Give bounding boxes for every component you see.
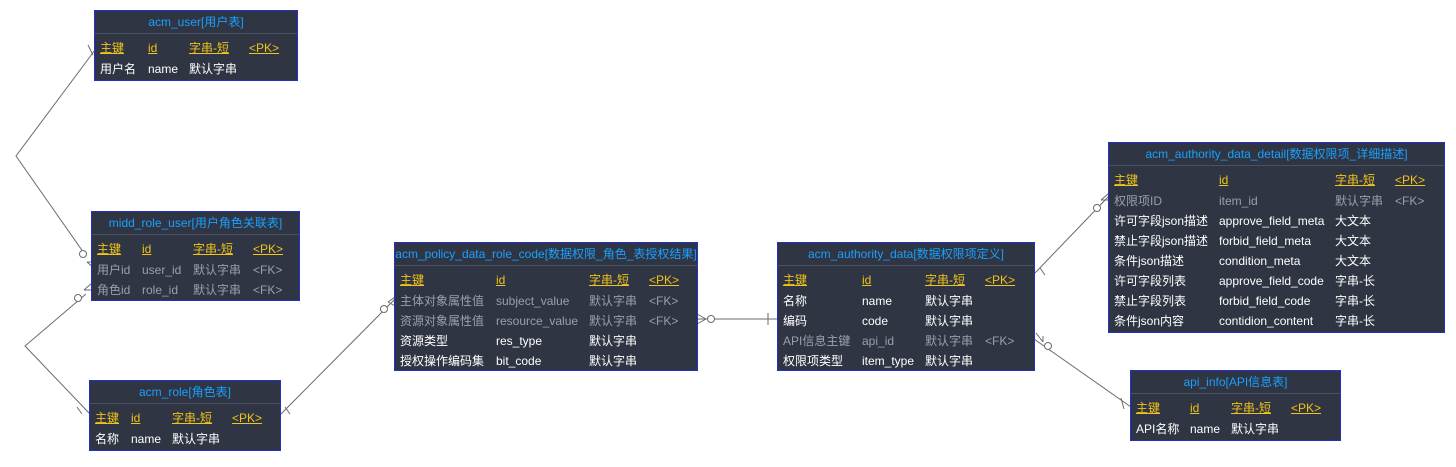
entity-midd-role-user[interactable]: midd_role_user[用户角色关联表] 主键 id 字串-短 <PK> … [91, 211, 300, 301]
crowfoot-foot-api-a [1035, 332, 1044, 343]
entity-title: api_info[API信息表] [1131, 371, 1340, 394]
crowfoot-foot-detail-b [1100, 192, 1110, 201]
crowfoot-circle-api [1044, 342, 1052, 350]
entity-acm-authority-data-detail[interactable]: acm_authority_data_detail[数据权限项_详细描述] 主键… [1108, 142, 1445, 333]
field-row: 用户名 name 默认字串 [100, 62, 238, 76]
pk-row: 主键 id 字串-短 <PK> [1136, 401, 1322, 415]
field-row: 禁止字段json描述 forbid_field_meta 大文本 [1114, 234, 1372, 248]
fk-row: 资源对象属性值 resource_value 默认字串 <FK> [400, 314, 679, 328]
field-row: 资源类型 res_type 默认字串 [400, 334, 638, 348]
fk-row: 权限项ID item_id 默认字串 <FK> [1114, 194, 1425, 208]
crowfoot-foot-policy-b [696, 318, 707, 325]
pk-row: 主键 id 字串-短 <PK> [97, 242, 284, 256]
crowfoot-bar-user [87, 44, 94, 56]
connector-role-to-policy [280, 298, 396, 415]
fk-row: 用户id user_id 默认字串 <FK> [97, 263, 283, 277]
field-row: 许可字段json描述 approve_field_meta 大文本 [1114, 214, 1372, 228]
entity-acm-authority-data[interactable]: acm_authority_data[数据权限项定义] 主键 id 字串-短 <… [777, 242, 1035, 371]
pk-row: 主键 id 字串-短 <PK> [95, 411, 263, 425]
field-row: 许可字段列表 approve_field_code 字串-长 [1114, 274, 1375, 288]
field-row: 权限项类型 item_type 默认字串 [783, 354, 974, 368]
connector-authority-to-api [1033, 338, 1132, 408]
crowfoot-foot-role-b [83, 282, 93, 291]
crowfoot-foot-role-policy-b [387, 296, 396, 303]
entity-title: midd_role_user[用户角色关联表] [92, 212, 299, 235]
connector-role-to-role-user [24, 293, 91, 415]
pk-row: 主键 id 字串-短 <PK> [100, 41, 280, 55]
entity-acm-policy-data-role-code[interactable]: acm_policy_data_role_code[数据权限_角色_表授权结果]… [394, 242, 698, 371]
entity-title: acm_role[角色表] [90, 381, 280, 404]
field-row: 名称 name 默认字串 [95, 432, 221, 446]
entity-title: acm_authority_data[数据权限项定义] [778, 243, 1034, 266]
crowfoot-bar-authority-detail [1039, 267, 1046, 276]
pk-row: 主键 id 字串-短 <PK> [400, 273, 680, 287]
entity-api-info[interactable]: api_info[API信息表] 主键 id 字串-短 <PK> API名称 n… [1130, 370, 1341, 441]
field-row: 禁止字段列表 forbid_field_code 字串-长 [1114, 294, 1375, 308]
field-row: 条件json描述 condition_meta 大文本 [1114, 254, 1372, 268]
entity-title: acm_authority_data_detail[数据权限项_详细描述] [1109, 143, 1444, 166]
fk-row: 主体对象属性值 subject_value 默认字串 <FK> [400, 294, 679, 308]
crowfoot-bar-role-policy [284, 406, 291, 415]
crowfoot-bar-role [76, 406, 83, 415]
crowfoot-circle-policy [707, 315, 715, 323]
crowfoot-circle-detail [1093, 204, 1101, 212]
field-row: 授权操作编码集 bit_code 默认字串 [400, 354, 638, 368]
crowfoot-circle-user [79, 250, 87, 258]
entity-title: acm_user[用户表] [95, 11, 297, 34]
entity-title: acm_policy_data_role_code[数据权限_角色_表授权结果] [395, 243, 697, 266]
entity-acm-role[interactable]: acm_role[角色表] 主键 id 字串-短 <PK> 名称 name 默认… [89, 380, 281, 451]
pk-row: 主键 id 字串-短 <PK> [1114, 173, 1426, 187]
fk-row: 角色id role_id 默认字串 <FK> [97, 283, 283, 297]
crowfoot-circle-role-policy [380, 305, 388, 313]
crowfoot-foot-policy-a [696, 313, 707, 320]
crowfoot-bar-api [1120, 397, 1125, 410]
field-row: 编码 code 默认字串 [783, 314, 974, 328]
field-row: 条件json内容 contidion_content 字串-长 [1114, 314, 1375, 328]
crowfoot-foot-role-policy-a [387, 301, 396, 307]
entity-acm-user[interactable]: acm_user[用户表] 主键 id 字串-短 <PK> 用户名 name 默… [94, 10, 298, 81]
fk-row: API信息主键 api_id 默认字串 <FK> [783, 334, 1015, 348]
field-row: 名称 name 默认字串 [783, 294, 974, 308]
field-row: API名称 name 默认字串 [1136, 422, 1280, 436]
connector-user-to-role-user [15, 49, 96, 257]
crowfoot-circle-role [74, 294, 82, 302]
pk-row: 主键 id 字串-短 <PK> [783, 273, 1016, 287]
